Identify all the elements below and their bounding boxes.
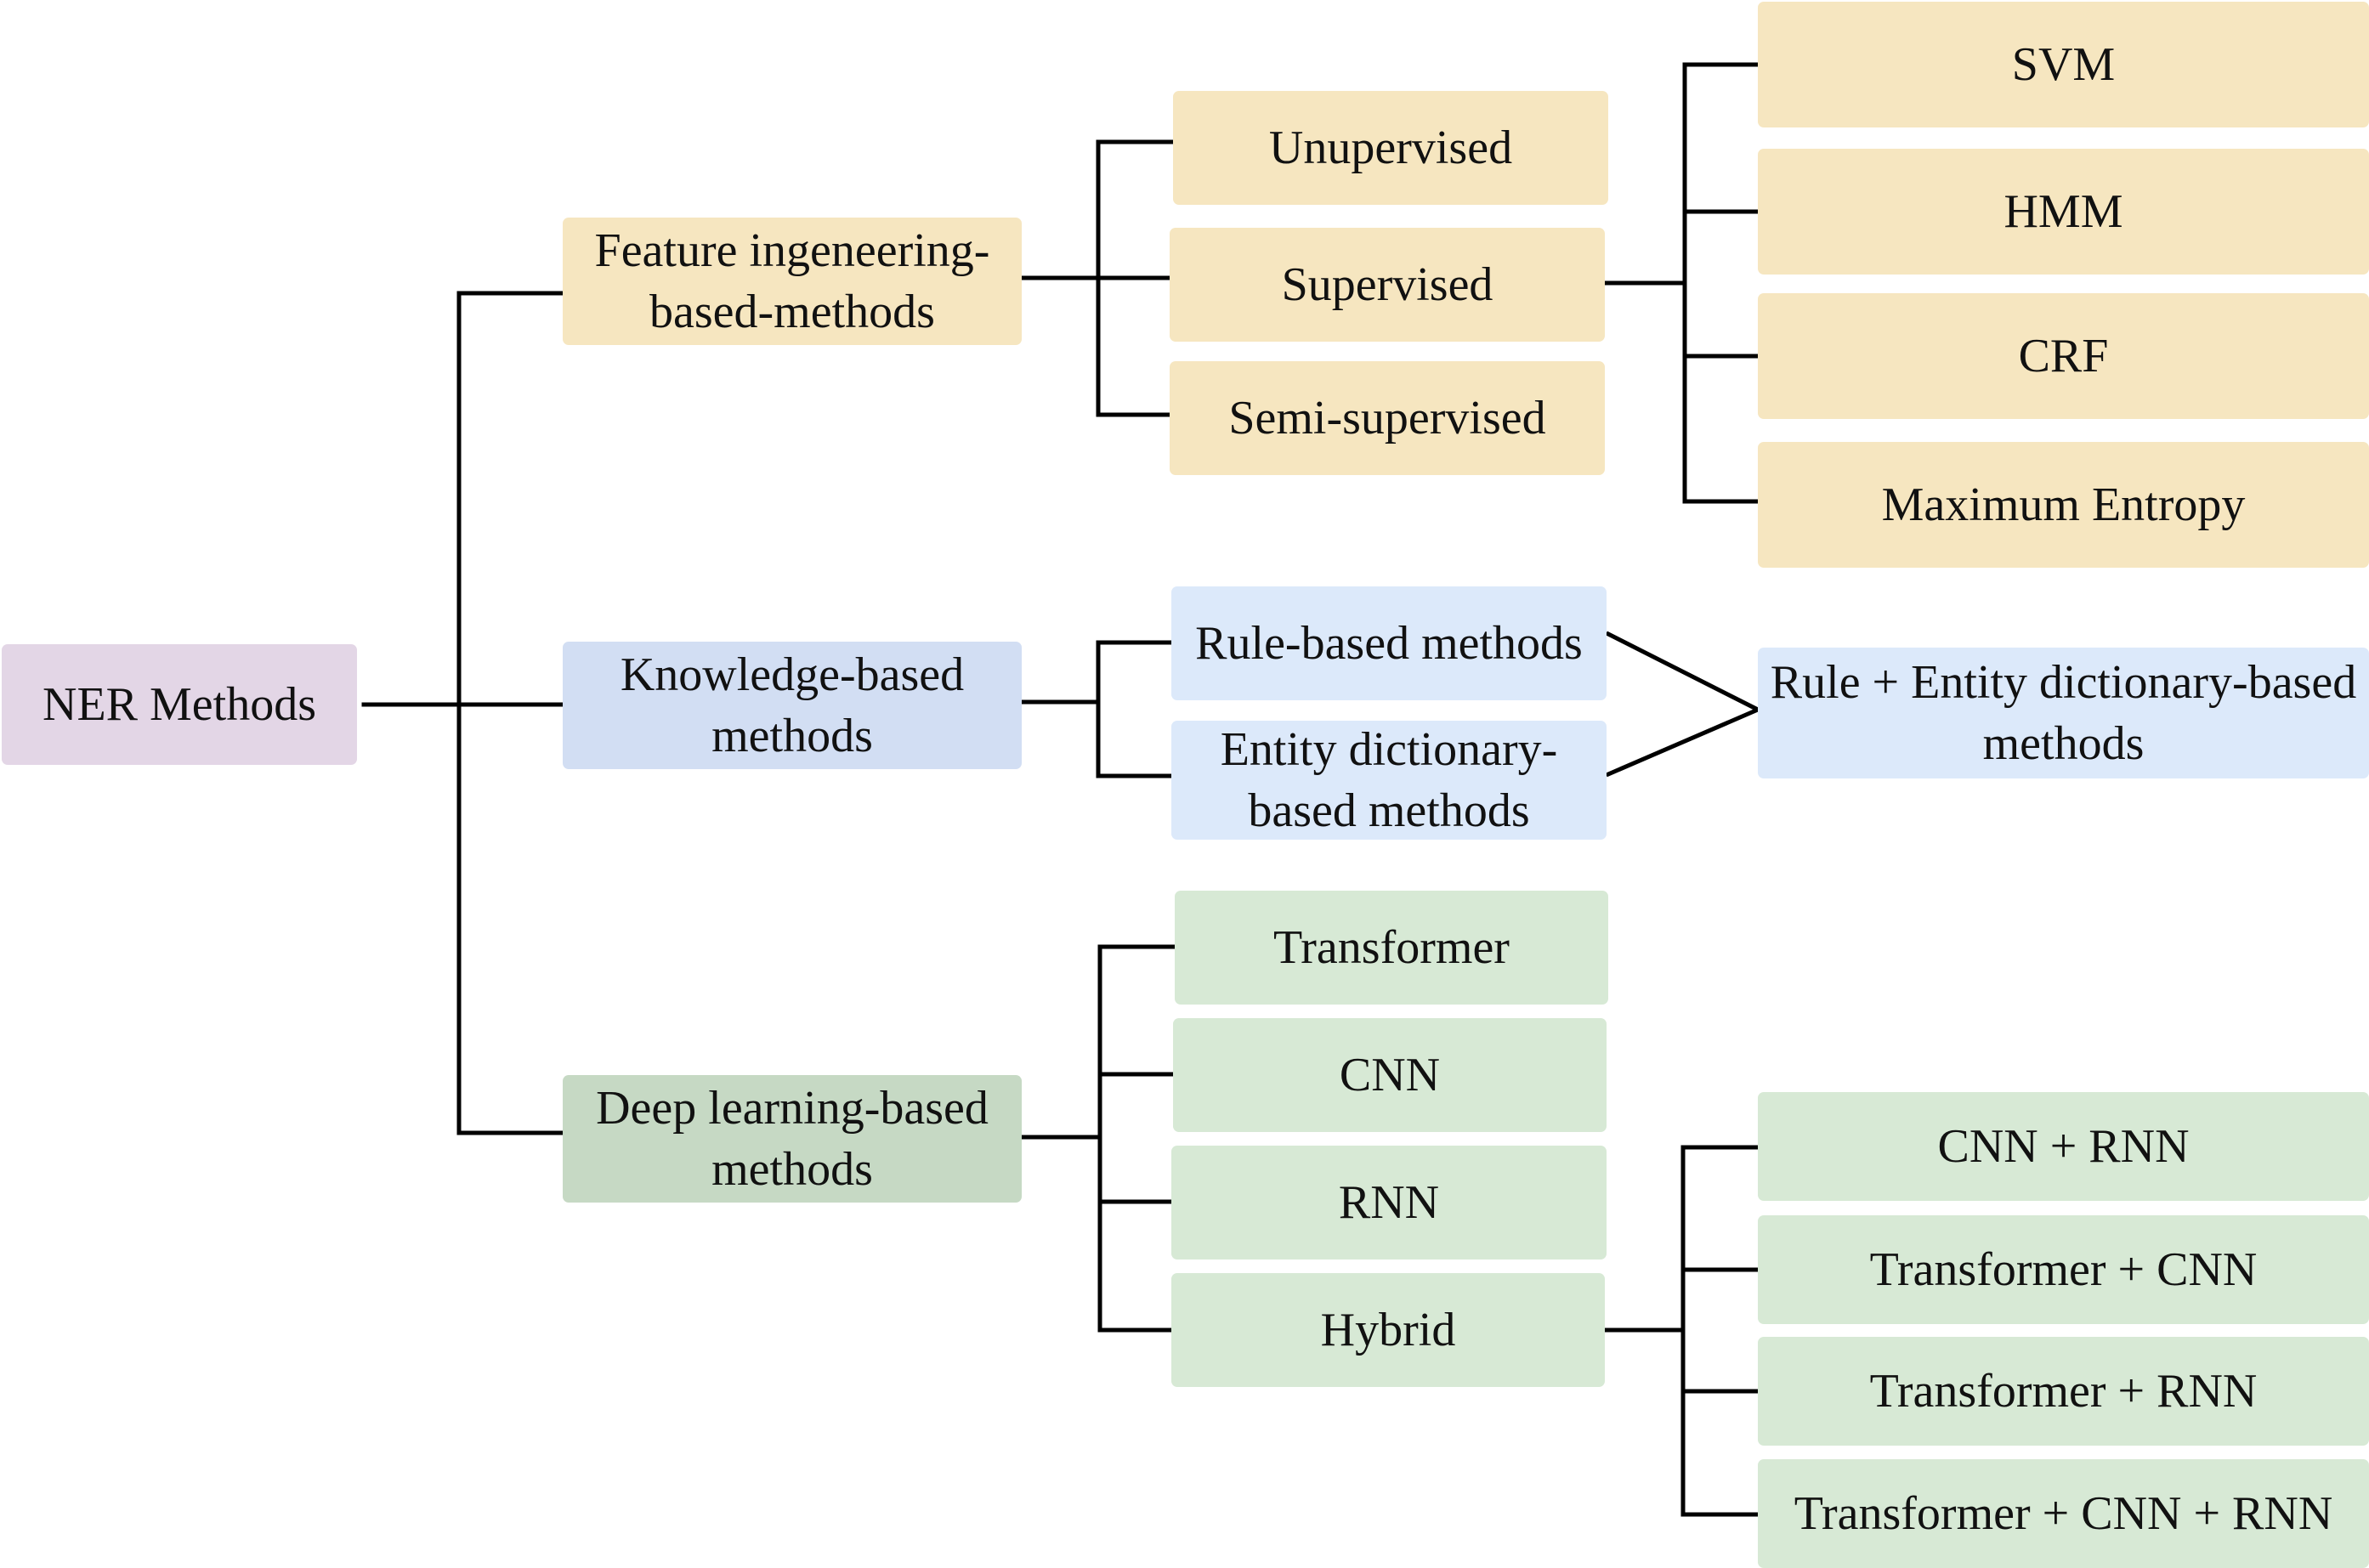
crf-node: CRF bbox=[1758, 293, 2369, 419]
unsupervised-node: Unupervised bbox=[1173, 91, 1608, 205]
transformer-cnn-label: Transformer + CNN bbox=[1869, 1243, 2258, 1296]
transformer-cnn-node: Transformer + CNN bbox=[1758, 1215, 2369, 1324]
transformer-node: Transformer bbox=[1175, 891, 1608, 1005]
rule-based-node: Rule-based methods bbox=[1171, 586, 1607, 700]
hybrid-label: Hybrid bbox=[1320, 1304, 1456, 1356]
entity-dictionary-node: Entity dictionary-based methods bbox=[1171, 721, 1607, 840]
feature-engineering-label: Feature ingeneering-based-methods bbox=[594, 224, 990, 338]
hybrid-node: Hybrid bbox=[1171, 1273, 1605, 1387]
cnn-label: CNN bbox=[1339, 1049, 1441, 1101]
transformer-label: Transformer bbox=[1273, 921, 1510, 974]
hmm-label: HMM bbox=[2003, 185, 2123, 238]
transformer-rnn-node: Transformer + RNN bbox=[1758, 1337, 2369, 1446]
unsupervised-label: Unupervised bbox=[1268, 122, 1513, 174]
maximum-entropy-node: Maximum Entropy bbox=[1758, 442, 2369, 568]
rnn-label: RNN bbox=[1338, 1176, 1440, 1229]
feature-engineering-node: Feature ingeneering-based-methods bbox=[563, 218, 1022, 345]
cnn-rnn-label: CNN + RNN bbox=[1937, 1120, 2190, 1173]
entity-dictionary-label: Entity dictionary-based methods bbox=[1220, 723, 1558, 837]
svm-label: SVM bbox=[2011, 38, 2116, 91]
knowledge-based-node: Knowledge-based methods bbox=[563, 642, 1022, 769]
root-node-ner-methods: NER Methods bbox=[2, 644, 357, 765]
svm-node: SVM bbox=[1758, 2, 2369, 127]
supervised-node: Supervised bbox=[1170, 228, 1605, 342]
maximum-entropy-label: Maximum Entropy bbox=[1881, 478, 2246, 531]
semi-supervised-label: Semi-supervised bbox=[1228, 392, 1546, 444]
transformer-cnn-rnn-label: Transformer + CNN + RNN bbox=[1794, 1487, 2333, 1540]
deep-learning-label: Deep learning-based methods bbox=[596, 1082, 989, 1196]
supervised-label: Supervised bbox=[1281, 258, 1493, 311]
rule-entity-dictionary-node: Rule + Entity dictionary-based methods bbox=[1758, 648, 2369, 778]
cnn-rnn-node: CNN + RNN bbox=[1758, 1092, 2369, 1201]
rule-based-label: Rule-based methods bbox=[1195, 617, 1583, 670]
crf-label: CRF bbox=[2018, 330, 2109, 382]
semi-supervised-node: Semi-supervised bbox=[1170, 361, 1605, 475]
hmm-node: HMM bbox=[1758, 149, 2369, 275]
deep-learning-node: Deep learning-based methods bbox=[563, 1075, 1022, 1203]
root-label: NER Methods bbox=[43, 678, 316, 731]
knowledge-based-label: Knowledge-based methods bbox=[620, 648, 965, 762]
cnn-node: CNN bbox=[1173, 1018, 1607, 1132]
transformer-rnn-label: Transformer + RNN bbox=[1869, 1365, 2258, 1418]
connector-merge-combined bbox=[1605, 631, 1763, 778]
rule-entity-dictionary-label: Rule + Entity dictionary-based methods bbox=[1770, 656, 2357, 770]
rnn-node: RNN bbox=[1171, 1146, 1607, 1259]
transformer-cnn-rnn-node: Transformer + CNN + RNN bbox=[1758, 1459, 2369, 1568]
